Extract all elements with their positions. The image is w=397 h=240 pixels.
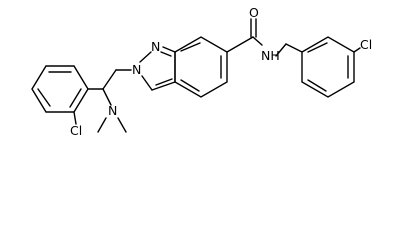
bond-n2-c3: [141, 75, 153, 91]
bond-n-methyl-2: [117, 117, 127, 133]
bond-carbonyl-n: [252, 36, 263, 46]
aromatic-double: [69, 88, 82, 108]
aromatic-double: [37, 88, 51, 107]
atom-label-n-dimethyl: N: [108, 103, 117, 118]
ring-indazole-benzo: [174, 36, 228, 98]
bonds: [31, 18, 361, 133]
aromatic-double: [307, 79, 327, 92]
aromatic-double: [307, 42, 328, 53]
ring-chlorophenyl-right: [301, 36, 355, 98]
bond-n-ch2: [275, 43, 287, 57]
atom-label-o: O: [249, 5, 259, 20]
atom-label-n2: N: [132, 62, 141, 77]
atom-label-cl-right: Cl: [360, 37, 372, 52]
aromatic-double: [180, 42, 201, 52]
aromatic-double: [180, 79, 200, 92]
bond-aryl-cl: [73, 111, 77, 125]
structure-diagram: N N O NH N Cl Cl: [31, 5, 372, 138]
bond-n1-c7a: [162, 46, 176, 53]
atom-label-n1: N: [151, 39, 160, 54]
bond-ch2-ring: [285, 43, 303, 53]
bond-ch-n: [102, 88, 112, 106]
bond-aryl-cl: [353, 47, 361, 53]
atom-labels: N N O NH N Cl Cl: [70, 5, 372, 138]
bond-n2-n1: [139, 51, 152, 63]
aromatic-double: [160, 51, 172, 57]
bond-n-methyl-1: [97, 117, 107, 133]
bond-ring-carbonyl: [226, 36, 254, 53]
ring-chlorophenyl-left: [31, 65, 89, 113]
aromatic-double: [155, 78, 173, 86]
bond-c3-c3a: [151, 81, 176, 91]
atom-label-nh: NH: [261, 48, 280, 63]
atom-label-cl-left: Cl: [70, 123, 82, 138]
bond-ch-ch2: [102, 69, 117, 90]
